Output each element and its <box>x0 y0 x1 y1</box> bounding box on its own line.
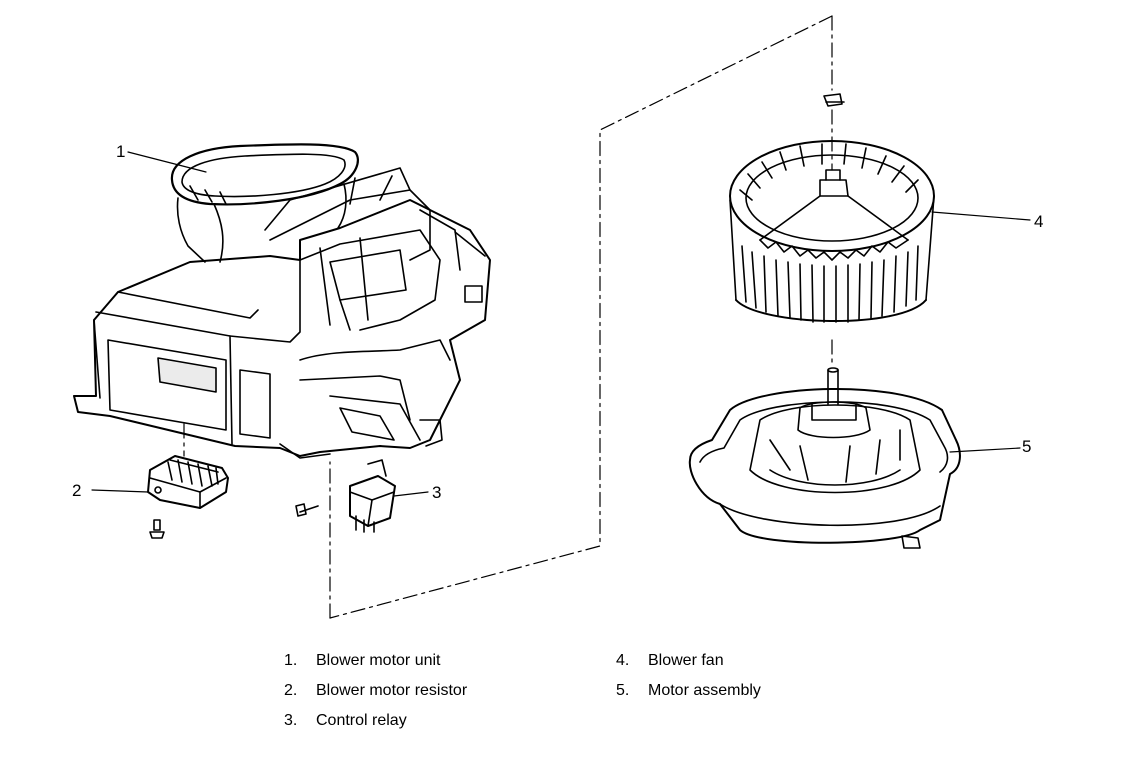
callout-3: 3 <box>432 483 442 502</box>
callout-4: 4 <box>1034 212 1044 231</box>
legend-number: 1. <box>284 652 298 669</box>
callout-2: 2 <box>72 481 82 500</box>
blower-fan-drawing <box>729 93 935 323</box>
legend-number: 3. <box>284 712 298 729</box>
alignment-lines <box>183 15 833 619</box>
legend-label: Blower fan <box>648 652 724 669</box>
legend-number: 4. <box>616 652 630 669</box>
callout-5: 5 <box>1022 437 1032 456</box>
callout-1: 1 <box>116 142 126 161</box>
leader-lines <box>91 151 1031 497</box>
legend-label: Motor assembly <box>648 682 761 699</box>
legend-label: Blower motor unit <box>316 652 441 669</box>
legend-number: 2. <box>284 682 298 699</box>
motor-assembly-drawing <box>688 367 961 549</box>
blower-motor-resistor-drawing <box>147 455 229 539</box>
control-relay-drawing <box>295 459 396 533</box>
legend-label: Control relay <box>316 712 407 729</box>
legend-label: Blower motor resistor <box>316 682 468 699</box>
blower-motor-unit-drawing <box>73 143 491 459</box>
legend-number: 5. <box>616 682 630 699</box>
